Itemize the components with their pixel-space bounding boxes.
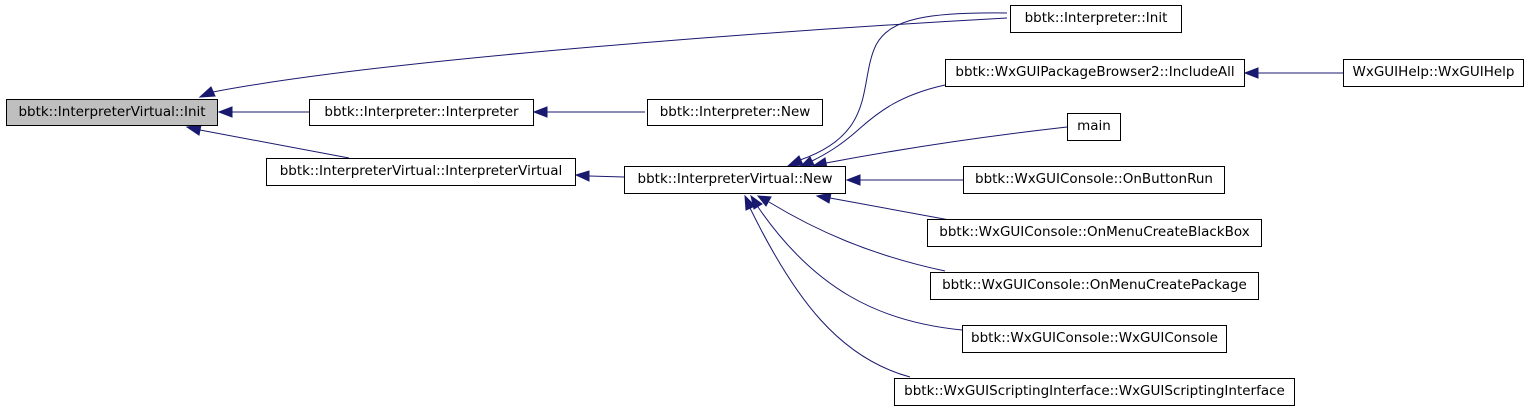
edge-virtual-ctor-to-init bbox=[199, 129, 350, 159]
node-console-on-menu-create-package[interactable]: bbtk::WxGUIConsole::OnMenuCreatePackage bbox=[930, 272, 1259, 300]
node-scripting-interface-constructor[interactable]: bbtk::WxGUIScriptingInterface::WxGUIScri… bbox=[894, 378, 1295, 406]
node-interpreter-virtual-init: bbtk::InterpreterVirtual::Init bbox=[6, 99, 218, 126]
arrowhead bbox=[744, 194, 756, 211]
arrowhead bbox=[198, 86, 216, 98]
edge-console-ctor-to-virtual-new bbox=[757, 206, 963, 331]
edge-virtual-new-to-virtual-ctor bbox=[588, 175, 625, 178]
node-console-constructor[interactable]: bbtk::WxGUIConsole::WxGUIConsole bbox=[962, 325, 1227, 353]
arrowhead bbox=[756, 195, 772, 207]
node-interpreter-virtual-constructor[interactable]: bbtk::InterpreterVirtual::InterpreterVir… bbox=[266, 158, 576, 186]
arrowhead bbox=[217, 106, 233, 118]
edge-package-to-virtual-new bbox=[768, 201, 946, 272]
edge-scripting-to-virtual-new bbox=[749, 207, 911, 378]
edge-interpreter-init-to-virtual-new bbox=[799, 12, 1008, 161]
edge-blackbox-to-virtual-new bbox=[829, 197, 956, 222]
edge-main-to-virtual-new bbox=[825, 126, 1068, 164]
node-interpreter-constructor[interactable]: bbtk::Interpreter::Interpreter bbox=[309, 99, 534, 126]
node-interpreter-new[interactable]: bbtk::Interpreter::New bbox=[647, 99, 823, 126]
node-interpreter-init[interactable]: bbtk::Interpreter::Init bbox=[1010, 5, 1182, 33]
node-wxguihelp[interactable]: WxGUIHelp::WxGUIHelp bbox=[1343, 59, 1524, 87]
arrowhead bbox=[815, 192, 832, 204]
node-console-on-button-run[interactable]: bbtk::WxGUIConsole::OnButtonRun bbox=[963, 166, 1225, 194]
node-main[interactable]: main bbox=[1067, 113, 1121, 141]
arrowhead bbox=[532, 106, 548, 118]
node-package-browser-include-all[interactable]: bbtk::WxGUIPackageBrowser2::IncludeAll bbox=[945, 59, 1245, 87]
node-interpreter-virtual-new[interactable]: bbtk::InterpreterVirtual::New bbox=[624, 166, 846, 194]
edge-interpreter-init-to-init bbox=[212, 17, 1008, 93]
edge-include-all-to-virtual-new bbox=[811, 84, 946, 162]
arrowhead bbox=[574, 170, 590, 182]
arrowhead bbox=[1243, 67, 1259, 79]
node-console-on-menu-create-blackbox[interactable]: bbtk::WxGUIConsole::OnMenuCreateBlackBox bbox=[927, 219, 1262, 247]
arrowhead bbox=[185, 124, 202, 136]
arrowhead bbox=[845, 174, 861, 186]
arrowhead bbox=[786, 155, 804, 167]
